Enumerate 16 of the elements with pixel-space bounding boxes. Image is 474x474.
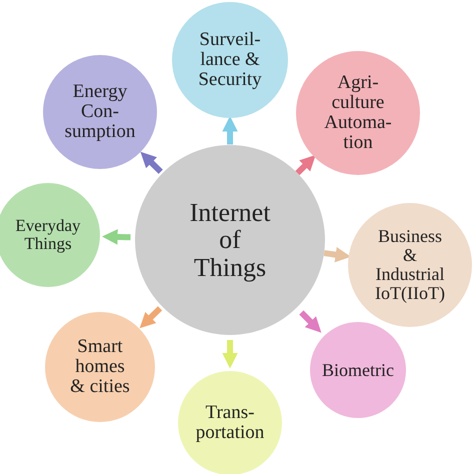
arrow <box>295 154 316 176</box>
arrow <box>222 340 238 368</box>
topic-label: Trans- portation <box>194 403 266 443</box>
topic-label: Biometric <box>322 360 394 380</box>
topic-label: Energy Con- sumption <box>64 82 136 142</box>
topic-label: Business & Industrial IoT(IIoT) <box>374 227 446 303</box>
topic-label: Everyday Things <box>14 217 82 253</box>
arrow <box>140 152 163 174</box>
topic-label: Agri- culture Automa- tion <box>323 73 393 153</box>
topic-label: Smart homes & cities <box>69 337 131 397</box>
topic-label: Internet of Things <box>188 199 272 281</box>
arrow <box>299 310 322 333</box>
arrow <box>102 229 131 245</box>
topic-label: Surveil- lance & Security <box>197 30 263 90</box>
arrow <box>140 306 162 328</box>
arrow <box>222 116 238 144</box>
